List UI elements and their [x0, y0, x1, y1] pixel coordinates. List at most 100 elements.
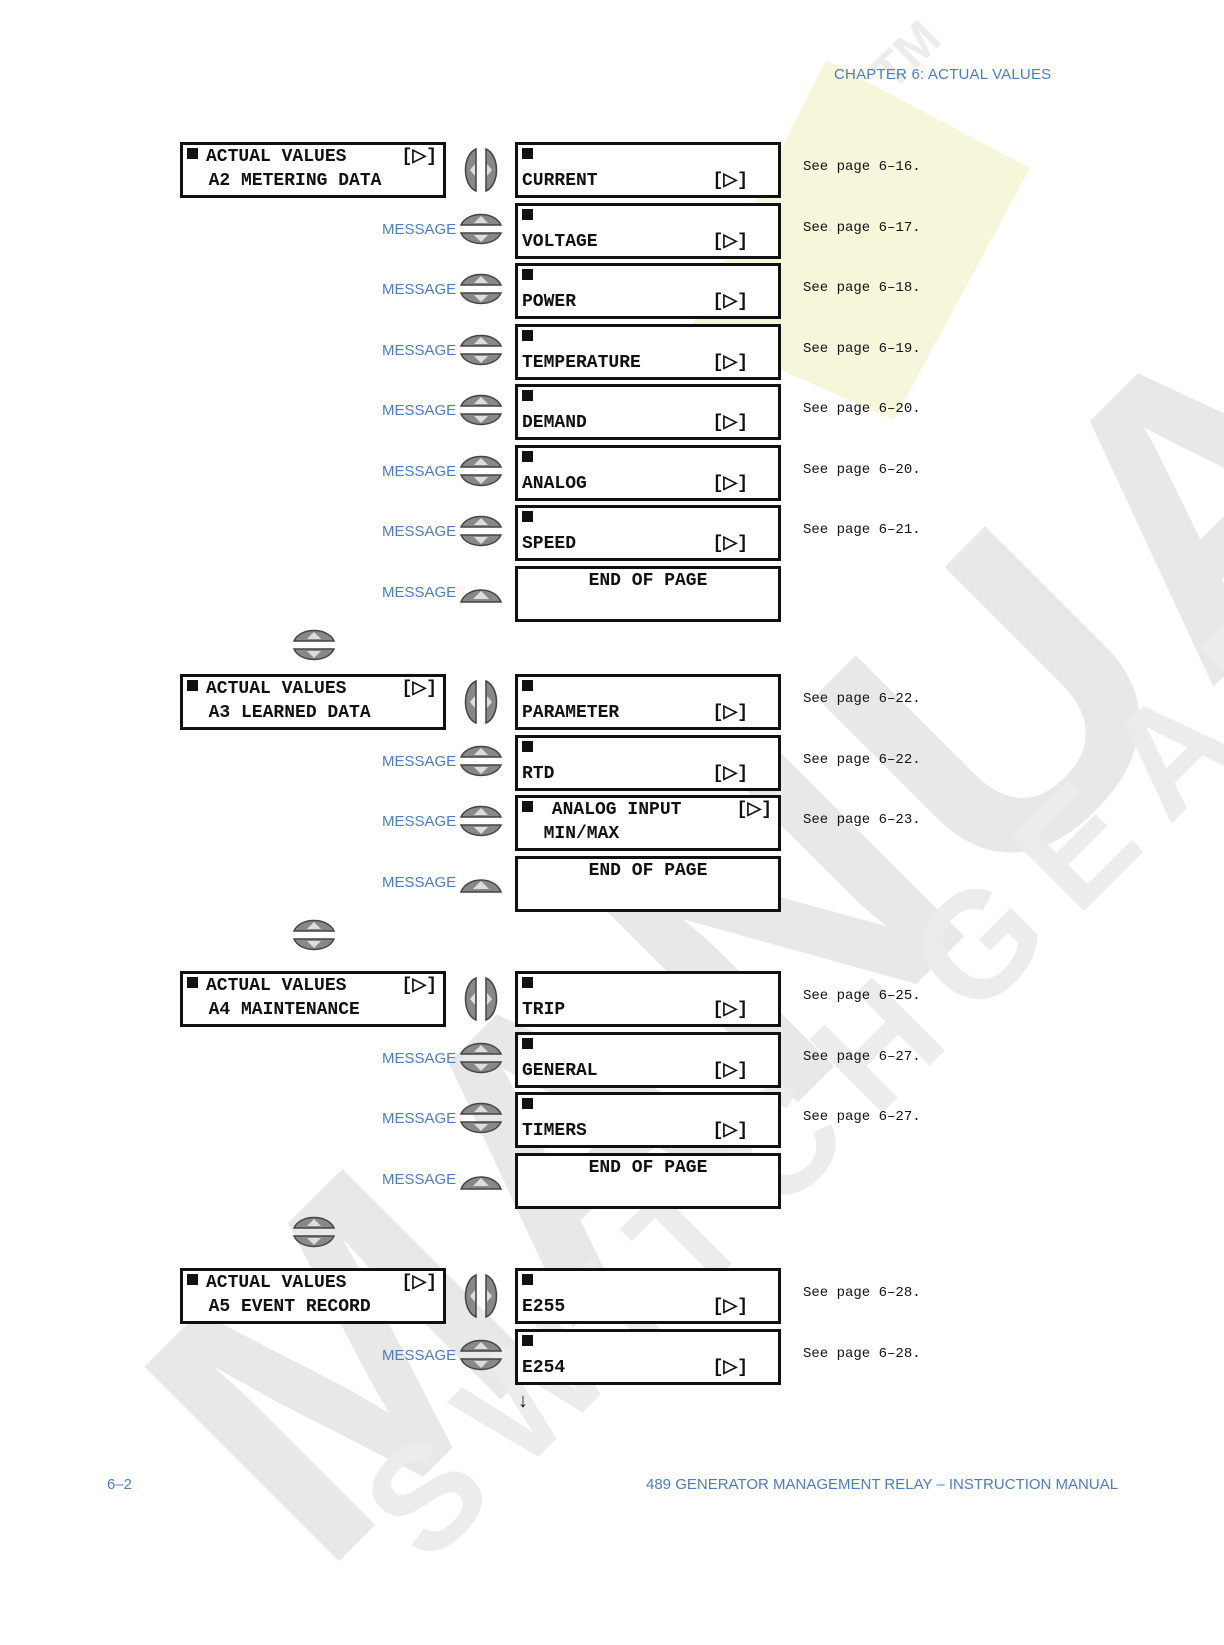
group-navigation-key-icon[interactable] — [291, 912, 337, 958]
end-of-page-label: END OF PAGE — [588, 1158, 708, 1178]
bullet-square-icon — [522, 976, 533, 988]
item-line-1 — [522, 974, 541, 998]
continued-down-arrow: ↓ — [518, 1390, 528, 1412]
menu-item-box[interactable]: E255[▷] — [515, 1268, 781, 1324]
item-line-1: ANALOG INPUT — [522, 798, 681, 822]
bullet-square-icon — [187, 976, 198, 988]
item-line-1 — [522, 266, 541, 290]
see-page-reference: See page 6–22. — [803, 691, 921, 707]
bullet-square-icon — [522, 679, 533, 691]
menu-item-box[interactable]: TRIP[▷] — [515, 971, 781, 1027]
see-page-reference: See page 6–25. — [803, 988, 921, 1004]
see-page-reference: See page 6–17. — [803, 220, 921, 236]
item-label: E254 — [522, 1358, 566, 1378]
title-line-2: A3 LEARNED DATA — [187, 703, 371, 723]
group-navigation-key-icon[interactable] — [291, 1209, 337, 1255]
left-right-key-icon[interactable] — [456, 1273, 506, 1319]
menu-item-box[interactable]: TEMPERATURE[▷] — [515, 324, 781, 380]
item-line-1 — [522, 1271, 541, 1295]
right-arrow-indicator: [▷] — [712, 292, 748, 312]
bullet-square-icon — [522, 1334, 533, 1346]
up-down-key-icon[interactable] — [458, 206, 504, 252]
right-arrow-indicator: [▷] — [712, 703, 748, 723]
bullet-square-icon — [522, 1097, 533, 1109]
left-right-key-icon[interactable] — [456, 976, 506, 1022]
title-line-1: ACTUAL VALUES — [187, 974, 346, 998]
menu-item-box[interactable]: RTD[▷] — [515, 735, 781, 791]
see-page-reference: See page 6–27. — [803, 1109, 921, 1125]
up-down-key-icon[interactable] — [458, 798, 504, 844]
item-label: E255 — [522, 1297, 566, 1317]
up-down-key-icon[interactable] — [458, 738, 504, 784]
item-line-1 — [522, 1332, 541, 1356]
menu-item-box[interactable]: ANALOG [▷] — [515, 445, 781, 501]
item-line-1 — [522, 206, 541, 230]
actual-values-title-box: ACTUAL VALUES[▷] A2 METERING DATA — [180, 142, 446, 198]
item-label: ANALOG INPUT — [541, 800, 682, 820]
see-page-reference: See page 6–23. — [803, 812, 921, 828]
right-arrow-indicator: [▷] — [401, 679, 437, 699]
up-key-icon[interactable] — [458, 1169, 504, 1195]
menu-item-box[interactable]: VOLTAGE[▷] — [515, 203, 781, 259]
title-text: ACTUAL VALUES — [206, 1273, 347, 1293]
see-page-reference: See page 6–27. — [803, 1049, 921, 1065]
right-arrow-indicator: [▷] — [712, 353, 748, 373]
bullet-square-icon — [522, 268, 533, 280]
message-label: MESSAGE — [382, 1171, 457, 1188]
up-down-key-icon[interactable] — [458, 1035, 504, 1081]
menu-item-box[interactable]: POWER[▷] — [515, 263, 781, 319]
item-label: PARAMETER — [522, 703, 620, 723]
item-line-1 — [522, 677, 541, 701]
bullet-square-icon — [522, 329, 533, 341]
item-label: ANALOG — [522, 474, 587, 494]
message-label: MESSAGE — [382, 753, 457, 770]
see-page-reference: See page 6–18. — [803, 280, 921, 296]
right-arrow-indicator: [▷] — [712, 534, 748, 554]
manual-title: 489 GENERATOR MANAGEMENT RELAY – INSTRUC… — [646, 1476, 1119, 1493]
menu-item-box[interactable]: GENERAL[▷] — [515, 1032, 781, 1088]
up-down-key-icon[interactable] — [458, 508, 504, 554]
up-down-key-icon[interactable] — [458, 448, 504, 494]
menu-item-box[interactable]: DEMAND[▷] — [515, 384, 781, 440]
right-arrow-indicator: [▷] — [712, 413, 748, 433]
right-arrow-indicator: [▷] — [712, 1358, 748, 1378]
item-label: SPEED — [522, 534, 577, 554]
see-page-reference: See page 6–16. — [803, 159, 921, 175]
up-down-key-icon[interactable] — [458, 266, 504, 312]
item-line-1 — [522, 145, 541, 169]
up-down-key-icon[interactable] — [458, 327, 504, 373]
bullet-square-icon — [522, 389, 533, 401]
menu-item-box[interactable]: SPEED [▷] — [515, 505, 781, 561]
menu-item-box[interactable]: ANALOG INPUT[▷] MIN/MAX — [515, 795, 781, 851]
left-right-key-icon[interactable] — [456, 679, 506, 725]
item-line-1 — [522, 1095, 541, 1119]
see-page-reference: See page 6–20. — [803, 401, 921, 417]
right-arrow-indicator: [▷] — [712, 474, 748, 494]
bullet-square-icon — [522, 208, 533, 220]
see-page-reference: See page 6–28. — [803, 1346, 921, 1362]
bullet-square-icon — [187, 1273, 198, 1285]
menu-item-box[interactable]: E254 [▷] — [515, 1329, 781, 1385]
message-label: MESSAGE — [382, 221, 457, 238]
bullet-square-icon — [187, 679, 198, 691]
message-label: MESSAGE — [382, 523, 457, 540]
up-down-key-icon[interactable] — [458, 1332, 504, 1378]
end-of-page-box: END OF PAGE — [515, 1153, 781, 1209]
group-navigation-key-icon[interactable] — [291, 622, 337, 668]
up-key-icon[interactable] — [458, 582, 504, 608]
menu-item-box[interactable]: CURRENT[▷] — [515, 142, 781, 198]
right-arrow-indicator: [▷] — [712, 171, 748, 191]
up-down-key-icon[interactable] — [458, 387, 504, 433]
up-key-icon[interactable] — [458, 872, 504, 898]
item-line-2: MIN/MAX — [522, 824, 620, 844]
menu-item-box[interactable]: TIMERS[▷] — [515, 1092, 781, 1148]
up-down-key-icon[interactable] — [458, 1095, 504, 1141]
bullet-square-icon — [522, 1037, 533, 1049]
bullet-square-icon — [522, 800, 533, 812]
chapter-header: CHAPTER 6: ACTUAL VALUES — [834, 66, 1052, 83]
title-text: ACTUAL VALUES — [206, 147, 347, 167]
left-right-key-icon[interactable] — [456, 147, 506, 193]
item-line-1 — [522, 738, 541, 762]
menu-item-box[interactable]: PARAMETER [▷] — [515, 674, 781, 730]
actual-values-title-box: ACTUAL VALUES[▷] A4 MAINTENANCE — [180, 971, 446, 1027]
